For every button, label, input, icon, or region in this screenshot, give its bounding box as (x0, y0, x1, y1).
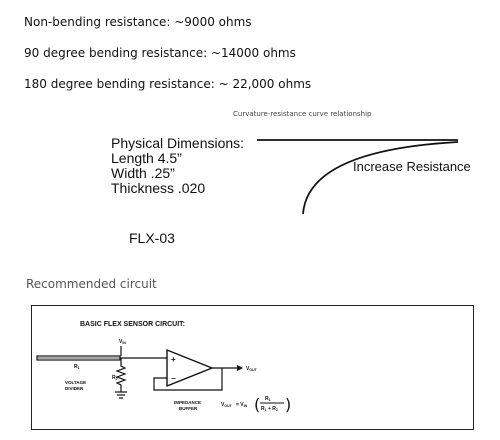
spec-180-degree: 180 degree bending resistance: ~ 22,000 … (24, 77, 312, 91)
voltage-divider-label-line2: DIVIDER (65, 386, 84, 391)
feedback-wire (153, 368, 223, 391)
formula-paren-left: ( (254, 395, 260, 414)
vout-formula: VOUT = VIN ( R1 R1 + R2 ) (221, 395, 291, 414)
fraction-denominator: R1 + R2 (261, 406, 278, 412)
section-title: Recommended circuit (26, 277, 157, 291)
circuit-title: BASIC FLEX SENSOR CIRCUIT: (80, 321, 185, 328)
formula-lhs: VOUT (221, 402, 233, 408)
flex-sensor-circuit: BASIC FLEX SENSOR CIRCUIT: VIN R1 R2 VOL… (31, 305, 474, 430)
physical-thickness: Thickness .020 (111, 180, 206, 196)
curvature-resistance-curve (257, 139, 459, 215)
output-arrow (237, 365, 243, 371)
spec-non-bending: Non-bending resistance: ~9000 ohms (24, 15, 252, 29)
formula-eq: = VIN (236, 402, 248, 408)
vout-label: VOUT (246, 366, 258, 372)
vin-label: VIN (119, 339, 126, 345)
r2-label: R2 (112, 375, 118, 381)
curve-label: Increase Resistance (353, 159, 471, 174)
voltage-divider-label-line1: VOLTAGE (65, 380, 86, 385)
op-amp-plus: + (171, 355, 176, 364)
physical-heading: Physical Dimensions: (111, 135, 245, 151)
impedance-buffer-label-line1: IMPEDANCE (174, 400, 201, 405)
circuit-schematic: BASIC FLEX SENSOR CIRCUIT: VIN R1 R2 VOL… (36, 321, 291, 414)
physical-length: Length 4.5” (111, 150, 182, 166)
r1-label: R1 (74, 364, 80, 370)
physical-width: Width .25” (111, 165, 175, 181)
formula-paren-right: ) (285, 395, 291, 414)
op-amp-minus: − (171, 374, 176, 383)
impedance-buffer-label-line2: BUFFER (179, 406, 198, 411)
curve-caption: Curvature-resistance curve relationship (233, 110, 372, 118)
physical-dimensions-block: Physical Dimensions: Length 4.5” Width .… (111, 136, 244, 196)
r2-resistor (115, 362, 127, 392)
op-amp (166, 348, 214, 388)
fraction-numerator: R1 (265, 396, 271, 402)
spec-90-degree: 90 degree bending resistance: ~14000 ohm… (24, 46, 296, 60)
curve-line (302, 141, 459, 215)
model-name: FLX-03 (129, 230, 175, 246)
